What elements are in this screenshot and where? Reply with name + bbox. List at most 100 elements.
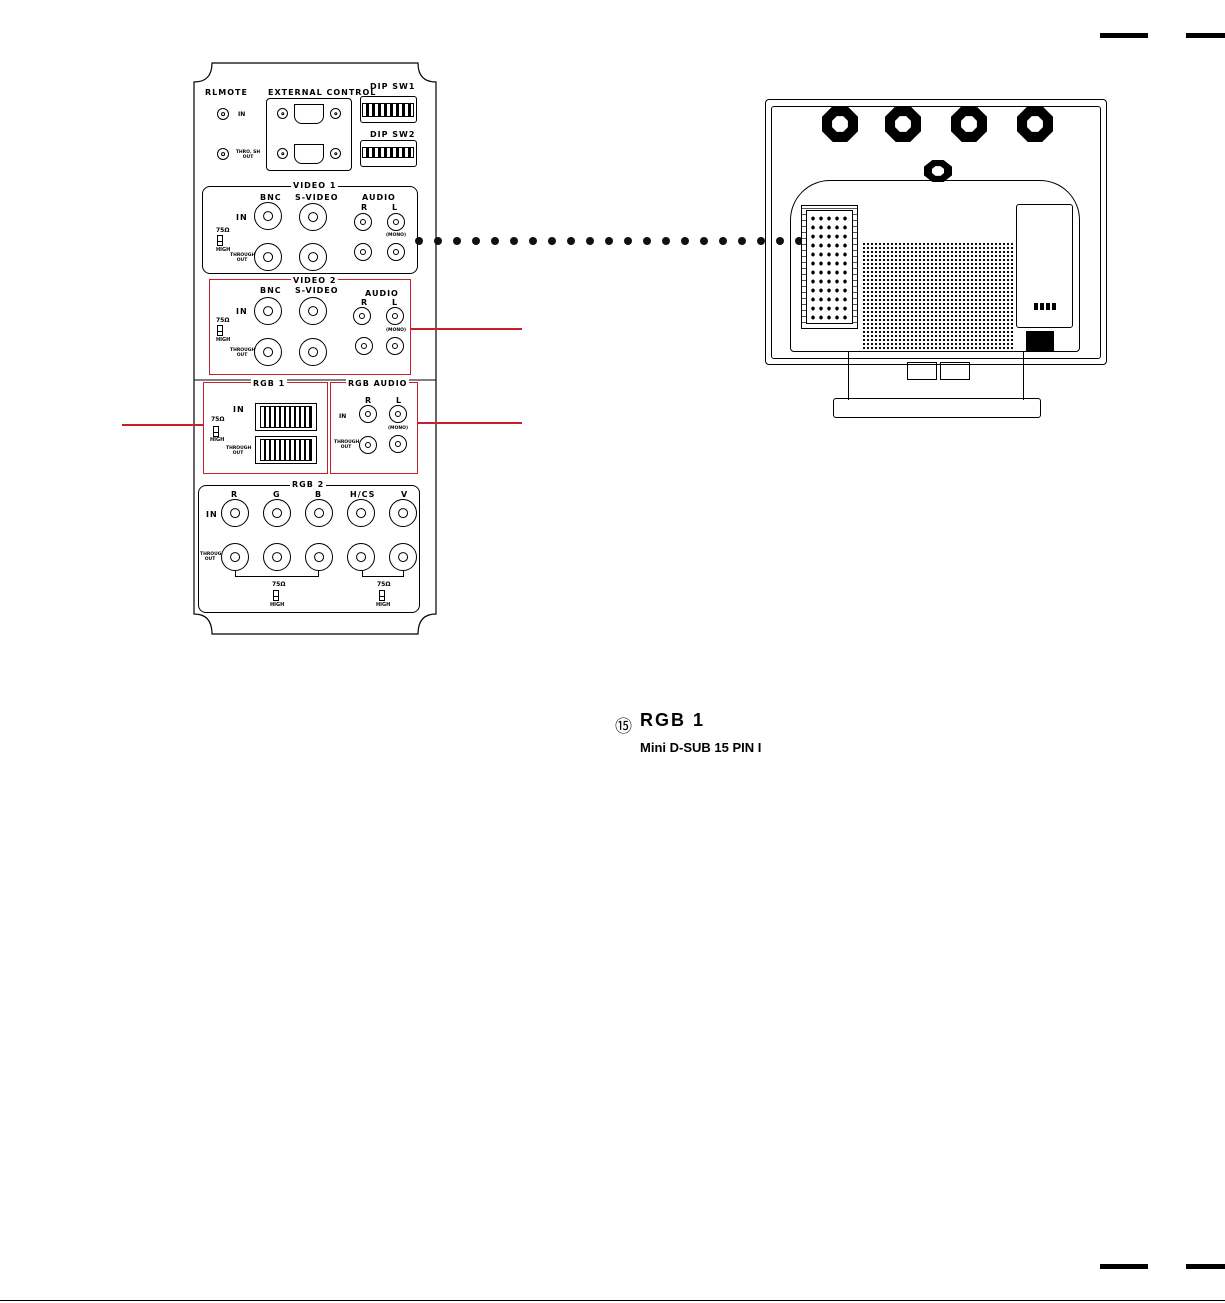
callout-line-video2 [411, 328, 522, 330]
remote-thru-jack[interactable] [217, 148, 229, 160]
dip-sw2-switch[interactable] [362, 147, 414, 158]
video2-ohm-label: 75Ω [216, 317, 230, 324]
rgb2-g-in-jack[interactable] [263, 499, 291, 527]
remote-in-label: IN [238, 111, 246, 118]
video1-bnc-in-jack[interactable] [254, 202, 282, 230]
rgb2-ohm-left: 75Ω [272, 581, 286, 588]
video1-termination-switch[interactable] [217, 235, 223, 246]
rgb2-col-g: G [273, 490, 281, 499]
video1-audio-r-out-jack[interactable] [354, 243, 372, 261]
video1-svideo-out-jack[interactable] [299, 243, 327, 271]
d-sub-9-out[interactable] [294, 144, 324, 164]
video2-termination-switch[interactable] [217, 325, 223, 336]
rgb1-high-label: HIGH [210, 437, 225, 443]
video2-svideo-out-jack[interactable] [299, 338, 327, 366]
rgb2-termination-switch-right[interactable] [379, 590, 385, 601]
video2-audio-l-out-jack[interactable] [386, 337, 404, 355]
rgb2-v-in-jack[interactable] [389, 499, 417, 527]
rgb2-r-in-jack[interactable] [221, 499, 249, 527]
rgb-audio-through-out-label: THROUGH OUT [334, 440, 360, 450]
rgb2-r-out-jack[interactable] [221, 543, 249, 571]
video2-through-out-label: THROUGH OUT [230, 348, 256, 358]
rgb2-label: RGB 2 [290, 480, 327, 489]
rgb1-ohm-label: 75Ω [211, 416, 225, 423]
connector-panel-detail [809, 214, 850, 320]
video1-audio-l-in-jack[interactable] [387, 213, 405, 231]
corner-mark [1186, 1264, 1225, 1269]
rgb1-out-dsub15[interactable] [260, 439, 312, 461]
rgb-audio-r-in-jack[interactable] [359, 405, 377, 423]
dip-sw2-label: DIP SW2 [370, 130, 416, 139]
corner-mark [1100, 1264, 1148, 1269]
dip-sw1-box [360, 96, 417, 123]
rgb1-in-dsub15[interactable] [260, 406, 312, 428]
stand-switch [940, 362, 970, 380]
video1-svideo-in-jack[interactable] [299, 203, 327, 231]
remote-in-jack[interactable] [217, 108, 229, 120]
video2-in-label: IN [236, 307, 248, 316]
video2-audio-l-in-jack[interactable] [386, 307, 404, 325]
video1-svideo-label: S-VIDEO [295, 193, 339, 202]
rgb2-col-hcs: H/CS [350, 490, 376, 499]
video2-audio-label: AUDIO [365, 289, 399, 298]
video2-svideo-in-jack[interactable] [299, 297, 327, 325]
handle-icon [924, 160, 952, 182]
rgb-audio-r-out-jack[interactable] [359, 436, 377, 454]
rgb1-termination-switch[interactable] [213, 426, 219, 437]
rgb2-v-out-jack[interactable] [389, 543, 417, 571]
rgb-audio-l-out-jack[interactable] [389, 435, 407, 453]
rgb2-through-out-label: THROUGH OUT [200, 552, 226, 562]
monitor-stand-neck [848, 352, 1024, 400]
video1-r-label: R [361, 203, 369, 212]
video2-bnc-out-jack[interactable] [254, 338, 282, 366]
monitor-back-cover [790, 180, 1080, 352]
video1-ohm-label: 75Ω [216, 227, 230, 234]
rgb2-hcs-out-jack[interactable] [347, 543, 375, 571]
rgb-audio-l-label: L [396, 396, 403, 405]
d-sub-9-in[interactable] [294, 104, 324, 124]
rgb2-b-out-jack[interactable] [305, 543, 333, 571]
rgb2-b-in-jack[interactable] [305, 499, 333, 527]
video2-bnc-in-jack[interactable] [254, 297, 282, 325]
rgb2-ohm-right: 75Ω [377, 581, 391, 588]
video1-audio-l-out-jack[interactable] [387, 243, 405, 261]
vent-icon [885, 106, 921, 142]
dip-sw2-box [360, 140, 417, 167]
rgb1-out-frame [255, 436, 317, 464]
rgb1-label: RGB 1 [251, 379, 288, 388]
screw-icon [330, 108, 341, 119]
rgb-audio-in-label: IN [339, 413, 347, 420]
dip-sw1-switch[interactable] [362, 103, 414, 117]
video1-bnc-label: BNC [260, 193, 282, 202]
rgb1-in-frame [255, 403, 317, 431]
video2-bnc-label: BNC [260, 286, 282, 295]
rgb2-bracket-right [362, 571, 404, 577]
video2-svideo-label: S-VIDEO [295, 286, 339, 295]
rgb2-high-left: HIGH [270, 602, 285, 608]
screw-icon [330, 148, 341, 159]
rgb-audio-r-label: R [365, 396, 373, 405]
rgb-audio-label: RGB AUDIO [346, 379, 410, 388]
rgb2-termination-switch-left[interactable] [273, 590, 279, 601]
bottom-rule [0, 1300, 1225, 1301]
video1-high-label: HIGH [216, 247, 231, 253]
rgb2-hcs-in-jack[interactable] [347, 499, 375, 527]
monitor-inner-frame [771, 106, 1101, 359]
rgb2-col-v: V [401, 490, 409, 499]
video1-audio-r-in-jack[interactable] [354, 213, 372, 231]
rgb2-high-right: HIGH [376, 602, 391, 608]
video1-label: VIDEO 1 [291, 181, 339, 190]
rgb-audio-l-in-jack[interactable] [389, 405, 407, 423]
video2-high-label: HIGH [216, 337, 231, 343]
video2-audio-r-in-jack[interactable] [353, 307, 371, 325]
video2-label: VIDEO 2 [291, 276, 339, 285]
rgb2-in-label: IN [206, 510, 218, 519]
rgb2-g-out-jack[interactable] [263, 543, 291, 571]
stand-switch [907, 362, 937, 380]
external-control-label: EXTERNAL CONTROL [268, 88, 377, 97]
video1-bnc-out-jack[interactable] [254, 243, 282, 271]
video1-audio-label: AUDIO [362, 193, 396, 202]
callout-line-rgb1 [122, 424, 203, 426]
vent-icon [951, 106, 987, 142]
video2-audio-r-out-jack[interactable] [355, 337, 373, 355]
